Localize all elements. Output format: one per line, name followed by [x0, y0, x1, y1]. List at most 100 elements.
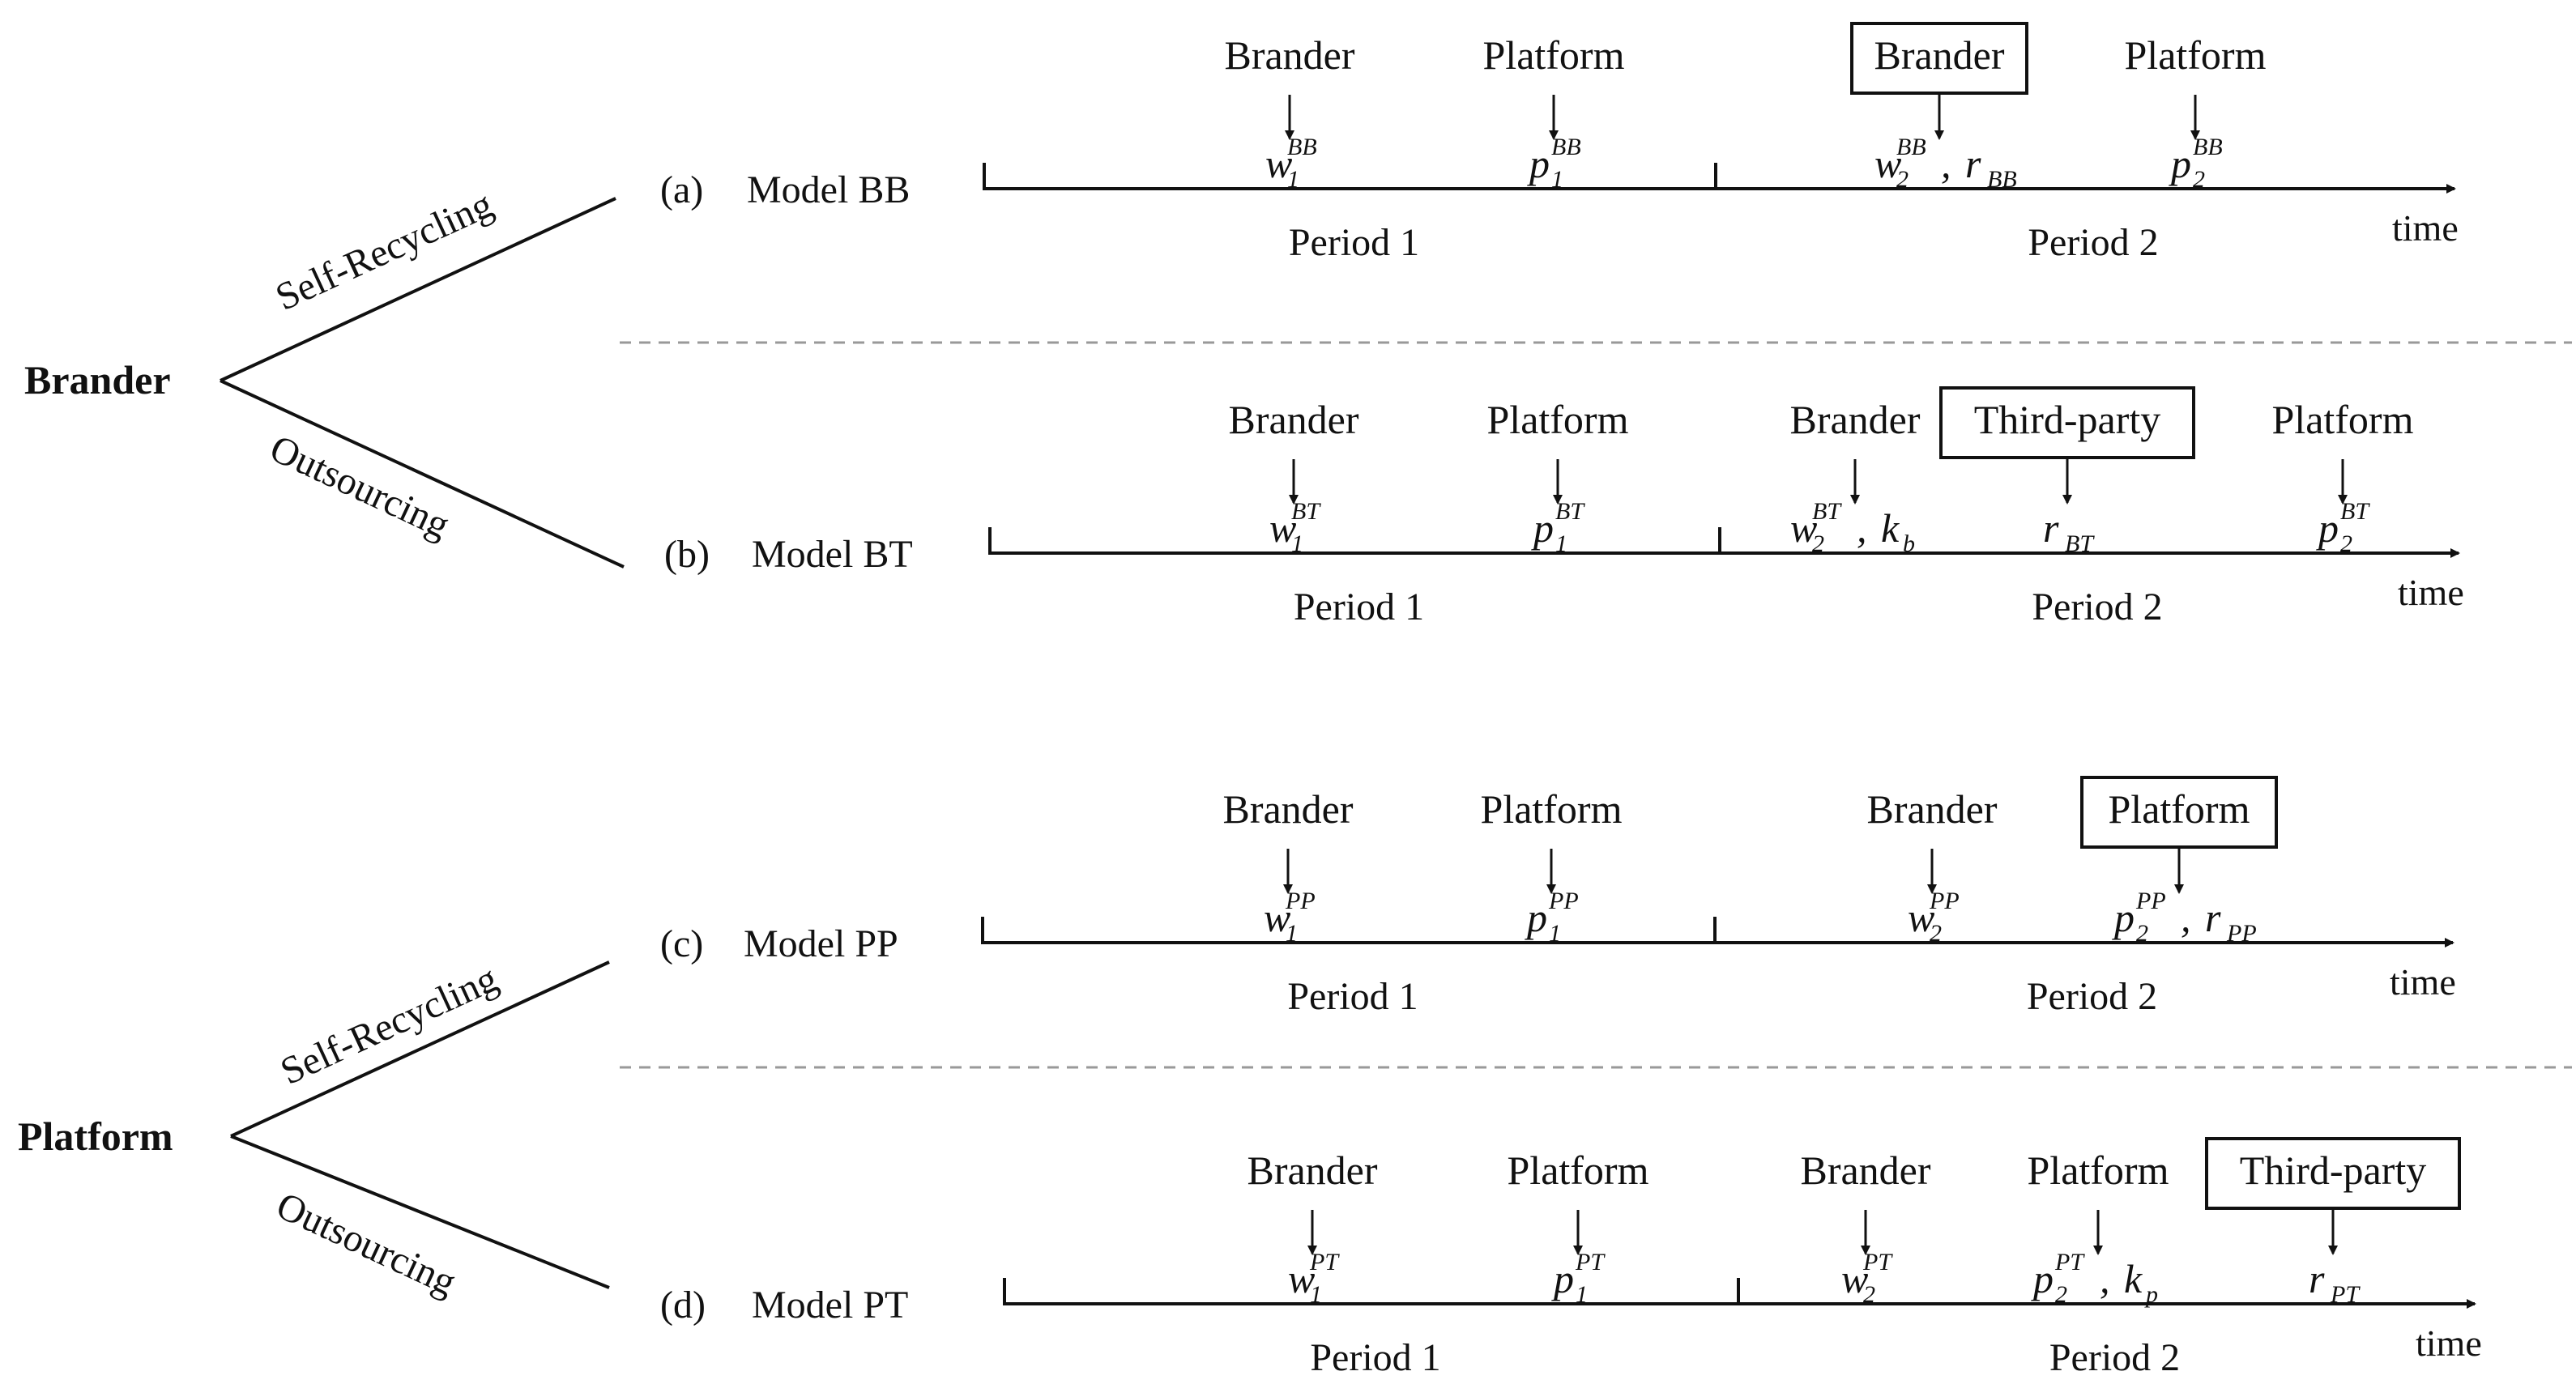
time-label: time [2398, 572, 2464, 613]
actor-label: Brander [1224, 32, 1354, 78]
time-label: time [2392, 207, 2459, 249]
decision-variable: w [1264, 895, 1290, 940]
time-label: time [2390, 961, 2456, 1003]
decision-variable: w [1874, 141, 1901, 186]
model-tag: (d) [660, 1284, 706, 1327]
leader-box [2205, 1137, 2461, 1210]
variable-subscript: PT [2330, 1281, 2361, 1308]
actor-label: Third-party [2240, 1148, 2426, 1193]
model-tag: (c) [660, 922, 703, 965]
variable-superscript: PT [2054, 1249, 2085, 1275]
decision-variable: w [1790, 505, 1817, 551]
decision-variable: w [1288, 1256, 1315, 1301]
actor-label: Platform [2109, 786, 2250, 832]
decision-variable: w [1269, 505, 1296, 551]
actor-label: Platform [2028, 1148, 2169, 1193]
decision-variable: p [1525, 895, 1547, 940]
variable-superscript: BT [1291, 498, 1321, 525]
actor-label: Platform [1487, 397, 1629, 442]
variable-superscript: BB [2193, 134, 2223, 160]
actor-label: Platform [1481, 786, 1623, 832]
timeline-event: Brander wPT 1 [1247, 1148, 1377, 1308]
variable-subscript: 1 [1555, 530, 1567, 557]
variable-subscript: 1 [1310, 1281, 1322, 1308]
model-name: Model PT [752, 1284, 908, 1327]
variable-superscript: BT [1812, 498, 1842, 525]
variable-superscript: BB [1287, 134, 1317, 160]
decision-variable: p [2169, 141, 2191, 186]
actor-label: Platform [1483, 32, 1625, 78]
model-name: Model PP [744, 922, 898, 965]
period-1-label: Period 1 [1289, 221, 1419, 264]
decision-variable: r [2043, 505, 2059, 551]
decision-variable: r [2205, 895, 2221, 940]
variable-separator: , [2181, 895, 2191, 940]
variable-superscript: PT [1309, 1249, 1340, 1275]
variable-subscript: 2 [1930, 920, 1942, 947]
variable-subscript: 1 [1286, 920, 1298, 947]
actor-label: Brander [1800, 1148, 1930, 1193]
branch-line-outsourcing-2 [230, 1135, 610, 1289]
decision-variable: p [2112, 895, 2135, 940]
leader-box [1850, 22, 2028, 95]
root-brander: Brander [24, 357, 171, 402]
actor-label: Platform [2125, 32, 2267, 78]
decision-variable: w [1841, 1256, 1868, 1301]
root-platform: Platform [18, 1114, 173, 1159]
actor-label: Brander [1866, 786, 1997, 832]
model-tag: (a) [660, 168, 703, 211]
model-name: Model BT [752, 533, 913, 576]
variable-subscript: 1 [1549, 920, 1561, 947]
variable-superscript: PP [1285, 888, 1316, 914]
branch-line-self-recycling-2 [230, 960, 610, 1138]
actor-label: Platform [1508, 1148, 1649, 1193]
decision-variable: k [2124, 1256, 2143, 1301]
period-2-label: Period 2 [2028, 221, 2158, 264]
variable-superscript: PP [2135, 888, 2166, 914]
branch-label-outsourcing-2: Outsourcing [270, 1184, 462, 1304]
leader-box [1939, 386, 2195, 459]
variable-superscript: BB [1896, 134, 1926, 160]
variable-separator: , [1941, 141, 1951, 186]
variable-subscript: 1 [1576, 1281, 1588, 1308]
time-label: time [2416, 1322, 2482, 1364]
decision-variable: p [1551, 1256, 1574, 1301]
actor-label: Third-party [1974, 397, 2160, 442]
decision-variable: p [2316, 505, 2339, 551]
variable-subscript: 2 [2340, 530, 2352, 557]
actor-label: Brander [1228, 397, 1358, 442]
decision-variable: k [1881, 505, 1900, 551]
variable-subscript: 2 [2136, 920, 2148, 947]
variable-separator: , [2100, 1256, 2110, 1301]
branch-line-outsourcing [220, 379, 625, 569]
variable-superscript: BT [1555, 498, 1585, 525]
leader-box [2080, 776, 2278, 849]
variable-separator: , [1857, 505, 1867, 551]
variable-superscript: PT [1862, 1249, 1893, 1275]
variable-subscript: b [1903, 530, 1915, 557]
variable-superscript: PP [1548, 888, 1579, 914]
actor-label: Brander [1874, 32, 2004, 78]
variable-superscript: BT [2340, 498, 2370, 525]
period-2-label: Period 2 [2049, 1336, 2180, 1379]
actor-label: Brander [1247, 1148, 1377, 1193]
variable-subscript: 2 [2193, 166, 2205, 193]
variable-subscript: 1 [1287, 166, 1299, 193]
variable-subscript: BT [2065, 530, 2095, 557]
